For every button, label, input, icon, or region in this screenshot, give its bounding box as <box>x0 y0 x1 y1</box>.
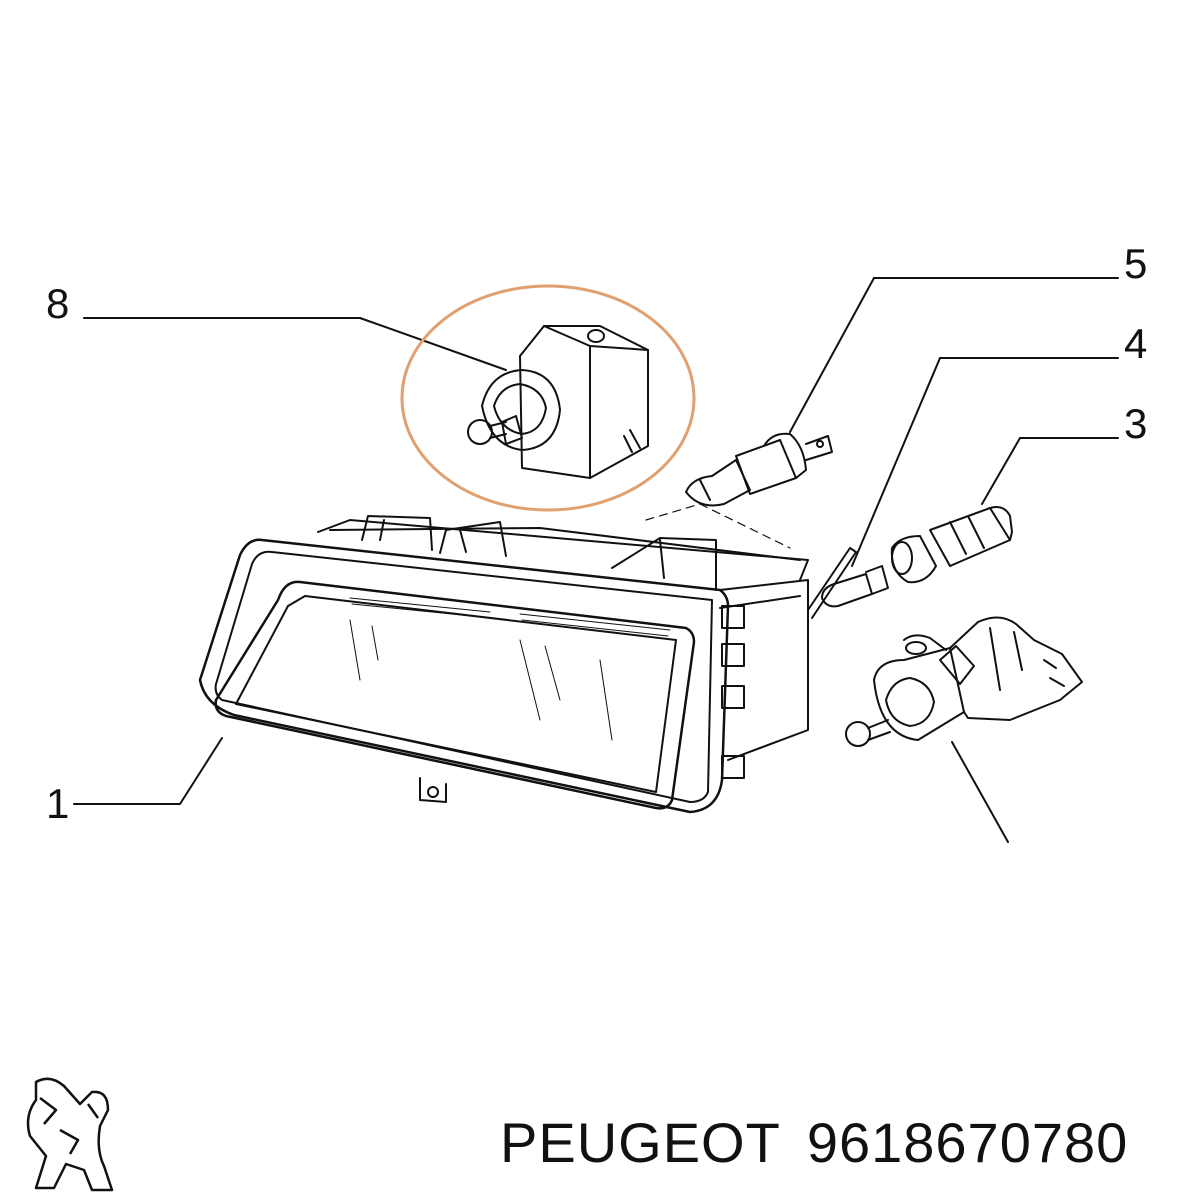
brand-name: PEUGEOT <box>500 1111 781 1174</box>
callout-8: 8 <box>46 280 69 327</box>
headlamp-assembly <box>198 503 857 814</box>
leveling-actuator <box>467 325 649 479</box>
halogen-bulb <box>685 432 833 507</box>
actuator-assembly <box>845 616 1083 747</box>
part-number: 9618670780 <box>806 1111 1129 1174</box>
callout-5: 5 <box>1124 240 1147 287</box>
footer-caption: PEUGEOT 9618670780 <box>500 1110 1128 1175</box>
small-bulb <box>821 565 889 608</box>
callout-1: 1 <box>46 780 69 827</box>
bulb-socket <box>890 506 1013 584</box>
callout-4: 4 <box>1124 320 1147 367</box>
highlight-ellipse <box>400 284 696 512</box>
leader-lines <box>73 277 1119 843</box>
callout-3: 3 <box>1124 400 1147 447</box>
peugeot-lion-logo-icon <box>26 1077 114 1192</box>
